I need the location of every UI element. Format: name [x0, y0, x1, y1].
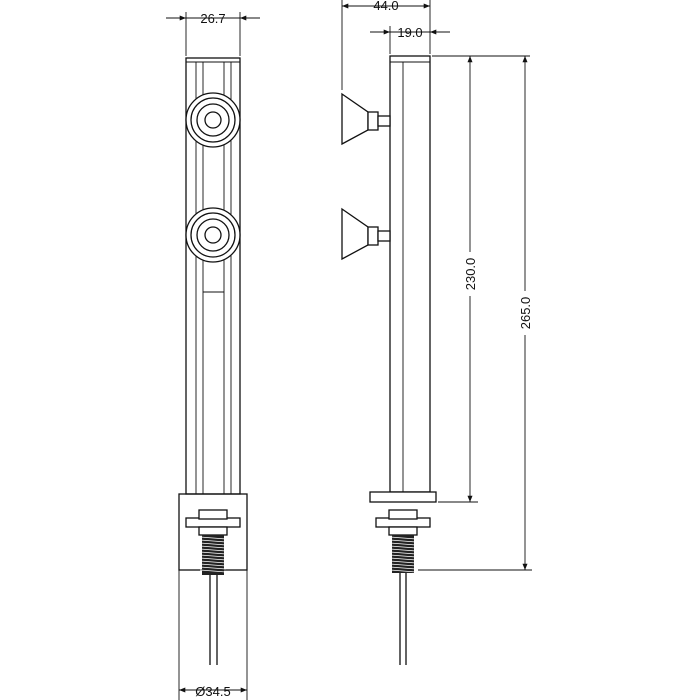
side-view: 44.0 19.0 230.0 265.0: [341, 0, 533, 665]
dim-side-bar-width: 19.0: [397, 25, 422, 40]
front-spotlight-top: [185, 92, 241, 148]
dim-inner-height: 230.0: [463, 258, 478, 291]
front-view: 26.7 Ø34.5: [166, 11, 260, 700]
side-spotlight-bottom: [341, 207, 391, 261]
front-threaded-stud: [199, 535, 227, 575]
dim-front-width: 26.7: [200, 11, 225, 26]
dim-base-diameter: Ø34.5: [195, 684, 230, 699]
dim-side-total-width: 44.0: [373, 0, 398, 13]
side-spotlight-top: [341, 92, 391, 146]
side-base-plate: [369, 491, 437, 503]
side-threaded-stud: [389, 535, 417, 573]
dim-total-height: 265.0: [518, 297, 533, 330]
front-spotlight-bottom: [185, 207, 241, 263]
